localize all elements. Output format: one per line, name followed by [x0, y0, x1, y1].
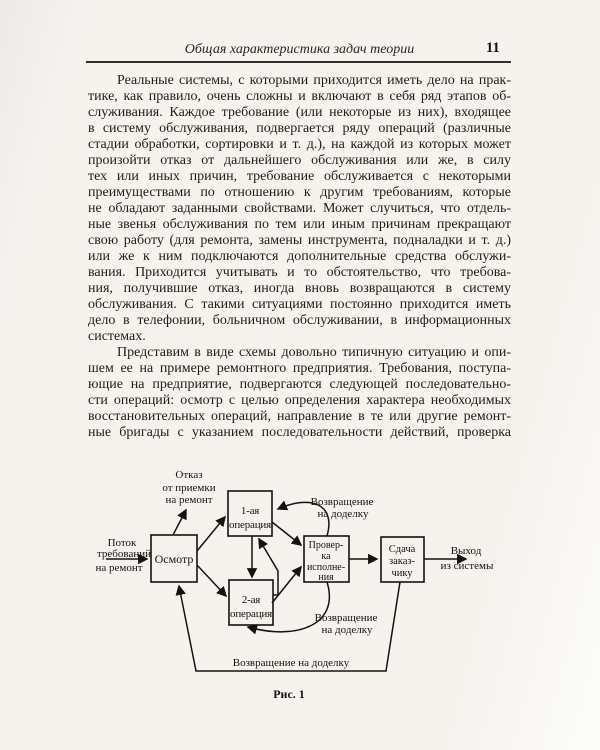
arrow-op1-to-check — [271, 521, 303, 546]
box-operation-2: 2-ая операция — [228, 579, 274, 626]
figure-caption: Рис. 1 — [273, 687, 305, 701]
svg-text:Возвращение: Возвращение — [311, 496, 374, 508]
text-line: не обладают заданными свойствами. Может … — [88, 201, 511, 216]
svg-text:Отказ: Отказ — [175, 469, 202, 481]
text-line: стадии обработки, сортировки и т. д.), н… — [88, 137, 511, 152]
label-exit: Выход из системы — [441, 545, 494, 572]
text-line: ные бригады с указанием последовательнос… — [88, 425, 511, 440]
svg-text:из системы: из системы — [441, 560, 494, 572]
label-input-flow: Поток требований на ремонт — [95, 537, 151, 574]
box-check-execution: Провер- ка исполне- ния — [303, 535, 350, 583]
body-text: Реальные системы, с которыми приходится … — [88, 73, 511, 441]
arrow-osmotr-to-op1 — [196, 515, 227, 552]
paragraph-2: Представим в виде схемы довольно типичну… — [88, 345, 511, 441]
text-line: шем ее на примере ремонтного предприятия… — [88, 361, 511, 376]
box-osmotr: Осмотр — [150, 534, 198, 583]
svg-text:Выход: Выход — [451, 545, 482, 557]
page-number: 11 — [486, 40, 500, 56]
svg-text:Возвращение: Возвращение — [315, 612, 378, 624]
arrow-reject — [172, 508, 187, 536]
arc-return-check-to-op1 — [276, 500, 330, 537]
box-op2-line2: операция — [230, 608, 272, 620]
box-op2-line1: 2-ая — [242, 594, 260, 606]
box-check-line4: ния — [318, 572, 334, 583]
text-line: или же к ним подключаются дополнительные… — [88, 249, 511, 264]
box-op1-line1: 1-ая — [241, 505, 259, 517]
text-line: тике, как правило, очень сложны и включа… — [88, 89, 511, 104]
box-check-line3: исполне- — [307, 562, 345, 573]
box-delivery-line2: заказ- — [389, 556, 416, 567]
flow-diagram: Осмотр 1-ая операция 2-ая операция Прове… — [95, 469, 494, 701]
text-line: произойти отказ от дальнейшего обслужива… — [88, 153, 511, 168]
arc-return-check-to-op2 — [246, 581, 330, 635]
label-return-top: Возвращение на доделку — [311, 496, 374, 520]
label-return-bottom: Возвращение на доделку — [233, 657, 350, 669]
svg-text:требований: требований — [97, 548, 151, 560]
text-line: сти операций: осмотр с целью определения… — [88, 393, 511, 408]
box-delivery-line3: чику — [391, 568, 413, 579]
box-check-line2: ка — [321, 551, 331, 562]
box-check-line1: Провер- — [309, 540, 344, 551]
text-line: ющие на предприятие, подвергаются следую… — [88, 377, 511, 392]
arrow-osmotr-to-op2 — [196, 564, 228, 598]
text-line: свою работу (для ремонта, замены инструм… — [88, 233, 511, 248]
text-line: системах. — [88, 329, 146, 344]
text-line: Представим в виде схемы довольно типичну… — [117, 345, 511, 360]
text-line: в систему обслуживания, подвергается ряд… — [88, 121, 511, 136]
text-line: восстановительных операций, направление … — [88, 409, 511, 424]
svg-text:на доделку: на доделку — [322, 624, 373, 636]
header-divider — [86, 61, 511, 63]
svg-text:на доделку: на доделку — [318, 508, 369, 520]
text-line: тех или иных причин, требование обслужив… — [88, 169, 511, 184]
label-reject: Отказ от приемки на ремонт — [162, 469, 215, 506]
running-head-title: Общая характеристика задач теории — [184, 42, 415, 57]
arrow-op2-to-check — [271, 565, 302, 604]
text-line: служивания. Каждое требование (или некот… — [88, 105, 511, 120]
svg-text:на ремонт: на ремонт — [95, 562, 142, 574]
text-line: ные звенья обслуживания по тем или иным … — [88, 217, 511, 232]
path-return-delivery-to-osmotr — [175, 581, 401, 672]
arrow-op2-to-op1 — [258, 537, 279, 596]
box-op1-line2: операция — [229, 519, 271, 531]
label-return-mid: Возвращение на доделку — [315, 612, 378, 636]
svg-text:от приемки: от приемки — [162, 482, 215, 494]
text-line: вания. Приходится учитывать и то обстоят… — [88, 265, 511, 280]
svg-text:на ремонт: на ремонт — [165, 494, 212, 506]
text-line: Реальные системы, с которыми приходится … — [117, 73, 511, 88]
text-line: ния, получившие отказ, иногда вновь возв… — [88, 281, 511, 296]
box-delivery: Сдача заказ- чику — [380, 536, 425, 583]
svg-text:Поток: Поток — [108, 537, 137, 549]
text-line: дело в телефонии, больничном обслуживани… — [88, 313, 511, 328]
box-operation-1: 1-ая операция — [227, 490, 273, 537]
box-delivery-line1: Сдача — [389, 544, 416, 555]
text-line: преимуществами по отношению к другим тре… — [88, 185, 511, 200]
box-osmotr-label: Осмотр — [155, 552, 194, 566]
text-line: обслуживания. С такими ситуациями постоя… — [88, 297, 511, 312]
paragraph-1: Реальные системы, с которыми приходится … — [88, 73, 511, 345]
